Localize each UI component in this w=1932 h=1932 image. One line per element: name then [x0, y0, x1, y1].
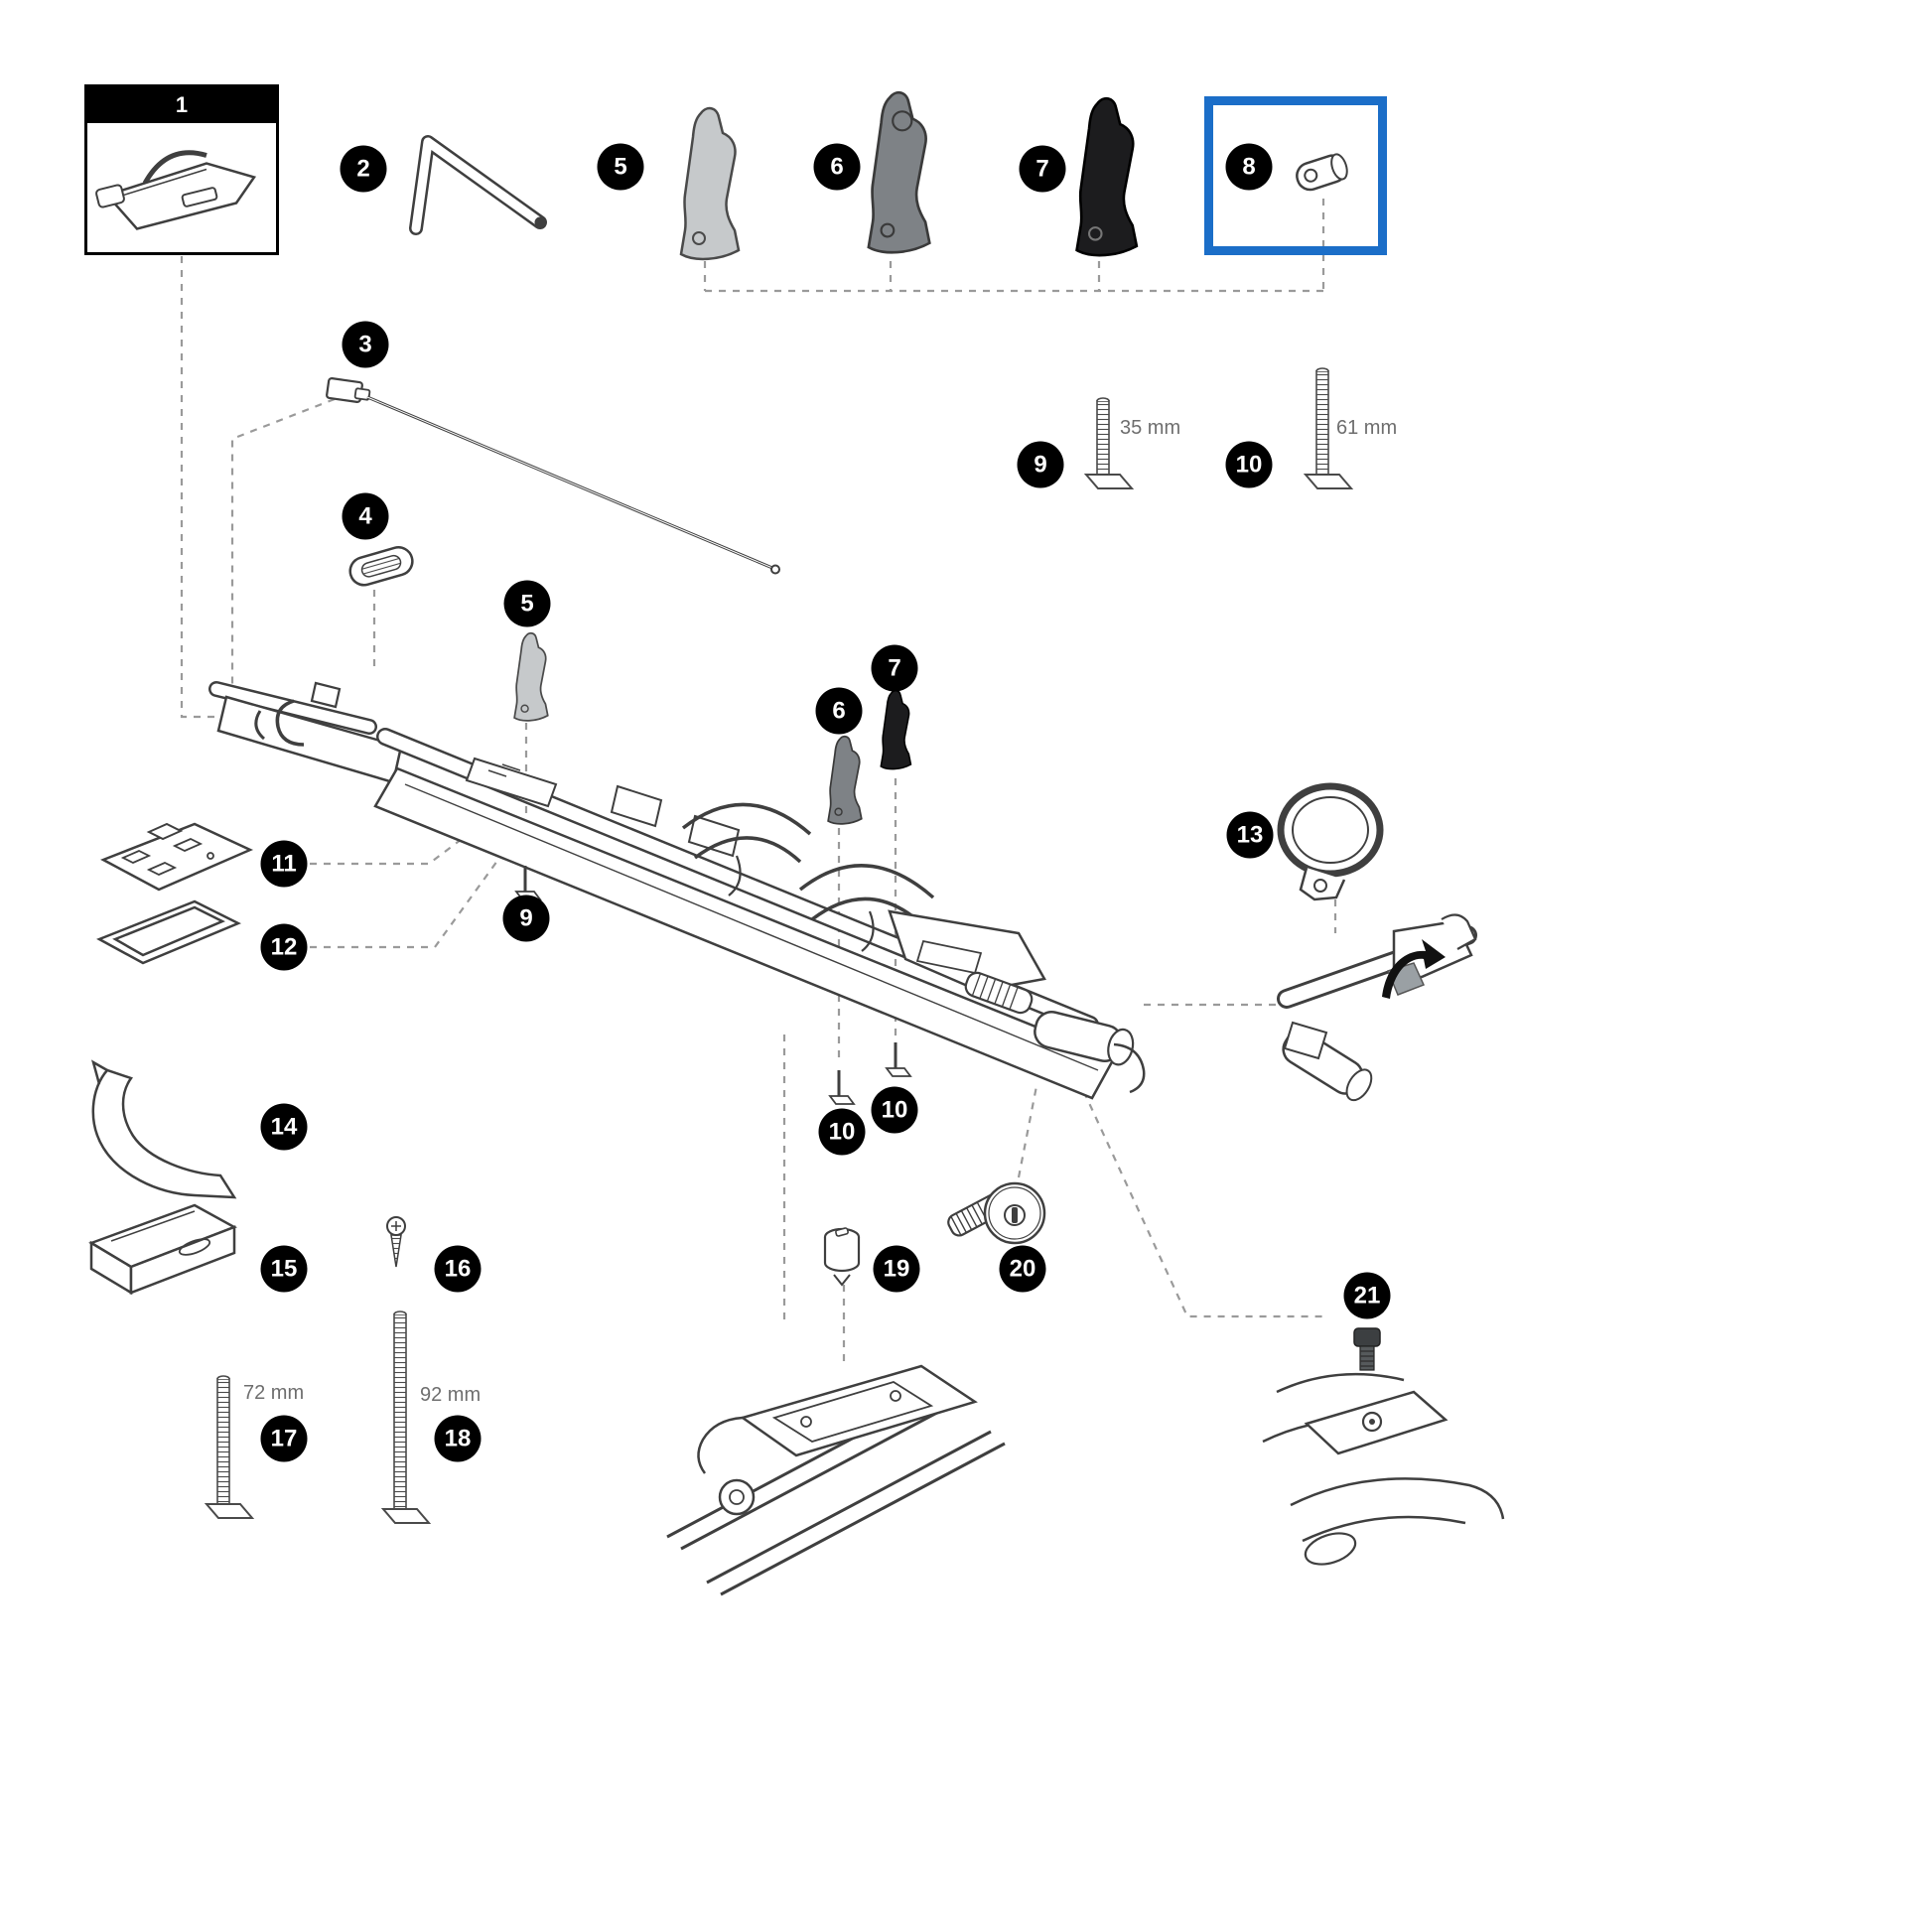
t-bolt-72mm-icon: [204, 1375, 255, 1519]
callout-5-mid: 5: [503, 580, 551, 627]
rotate-arrow-icon: [1382, 939, 1446, 999]
bolt-length-label-35mm: 35 mm: [1120, 417, 1181, 439]
frame-holder-assembly-icon: [87, 123, 276, 252]
base-plate-detail-view: [666, 1364, 1006, 1596]
callout-9-top: 9: [1017, 441, 1064, 488]
callout-7-mid: 7: [871, 644, 918, 692]
callout-16: 16: [434, 1245, 482, 1293]
tension-cable-icon: [326, 377, 780, 575]
t-bolt-35mm-icon: [1083, 397, 1135, 489]
bracket-detail-view: [1262, 1372, 1505, 1566]
callout-10-left: 10: [818, 1108, 866, 1156]
callout-6-top: 6: [813, 143, 861, 191]
callout-10-right: 10: [871, 1086, 918, 1134]
bolt-length-label-92mm: 92 mm: [420, 1384, 482, 1406]
main-rack-assembly: [208, 681, 1146, 1100]
framed-part-number: 1: [87, 87, 276, 123]
callout-5-top: 5: [597, 143, 644, 191]
t-bolt-61mm-icon: [1303, 367, 1354, 489]
holder-jaw-black-icon: [1075, 96, 1139, 257]
callout-13: 13: [1226, 811, 1274, 859]
highlight-box-part-8: [1204, 96, 1387, 255]
bolt-10-in-place-right-icon: [885, 1042, 912, 1077]
hex-key-icon: [409, 135, 547, 235]
bolt-21-icon: [1353, 1327, 1381, 1371]
callout-19: 19: [873, 1245, 920, 1293]
holder-jaw-gray-icon: [867, 90, 931, 254]
support-pad-icon: [88, 1203, 237, 1296]
bolt-10-in-place-left-icon: [828, 1070, 856, 1105]
callout-15: 15: [260, 1245, 308, 1293]
strap-clip-icon: [348, 546, 414, 587]
holder-jaw-light-gray-small-icon: [513, 631, 549, 722]
bolt-length-label-72mm: 72 mm: [243, 1382, 305, 1404]
callout-17: 17: [260, 1415, 308, 1462]
dashed-connector-lines: [180, 199, 1337, 1366]
callout-6-mid: 6: [815, 687, 863, 735]
lock-barrel-knob-icon: [947, 1181, 1046, 1245]
callout-21: 21: [1343, 1272, 1391, 1319]
callout-11: 11: [260, 840, 308, 888]
rubber-gasket-icon: [96, 899, 242, 965]
callout-10-top: 10: [1225, 441, 1273, 488]
callout-4: 4: [342, 492, 389, 540]
callout-12: 12: [260, 923, 308, 971]
holder-jaw-black-small-icon: [880, 689, 912, 770]
curved-bracket-icon: [91, 1059, 237, 1199]
bolt-length-label-61mm: 61 mm: [1336, 417, 1398, 439]
adapter-plate-icon: [100, 822, 254, 892]
spacer-sleeve-icon: [1296, 153, 1348, 192]
lock-cylinder-icon: [823, 1227, 861, 1287]
holder-jaw-gray-small-icon: [827, 735, 863, 825]
callout-3: 3: [342, 321, 389, 368]
callout-14: 14: [260, 1103, 308, 1151]
self-tapping-screw-icon: [386, 1216, 406, 1268]
callout-2: 2: [340, 145, 387, 193]
holder-jaw-light-gray-icon: [679, 106, 741, 261]
t-bolt-92mm-icon: [380, 1311, 432, 1524]
framed-part-1-box: 1: [84, 84, 279, 255]
callout-7-top: 7: [1019, 145, 1066, 193]
callout-8: 8: [1225, 143, 1273, 191]
callout-20: 20: [999, 1245, 1046, 1293]
callout-18: 18: [434, 1415, 482, 1462]
callout-9-mid: 9: [502, 895, 550, 942]
clamp-ring-icon: [1277, 782, 1384, 901]
clamp-detail-view: [1277, 913, 1477, 1102]
